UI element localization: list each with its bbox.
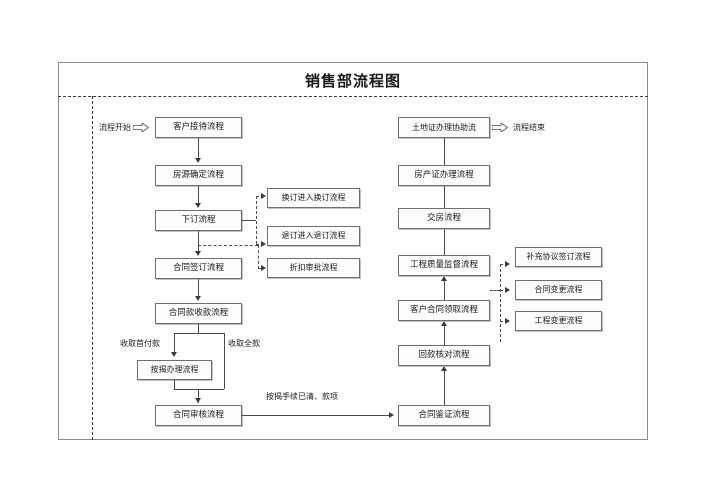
edge-quality-supplement [500, 264, 508, 265]
node-change-order-process[interactable]: 换订进入换订流程 [267, 188, 360, 208]
edge-housing-deposit [198, 186, 199, 206]
label-process-start: 流程开始 [99, 123, 131, 132]
node-contract-signing[interactable]: 合同签订流程 [155, 258, 242, 279]
arrowhead-right-icon [505, 318, 510, 324]
arrowhead-down-icon [171, 352, 177, 357]
edge-reception-housing [198, 138, 199, 160]
edge-branch-contract-change [500, 290, 508, 291]
node-property-certificate[interactable]: 房产证办理流程 [398, 165, 490, 186]
edge-recon-pickup [444, 326, 445, 345]
arrowhead-right-icon [505, 287, 510, 293]
edge-propcert-landcert [444, 138, 445, 165]
node-land-certificate-assistance[interactable]: 土地证办理协助流 [398, 117, 490, 138]
node-contract-payment-collection[interactable]: 合同款收款流程 [155, 303, 242, 324]
edge-right-branch-bus [500, 264, 501, 342]
edge-pickup-branch-stub [490, 290, 500, 291]
arrowhead-right-icon [389, 412, 394, 418]
arrowhead-down-icon [195, 296, 201, 301]
arrowhead-right-icon [261, 241, 266, 247]
node-contract-notarization[interactable]: 合同鉴证流程 [398, 405, 490, 426]
block-arrow-end-icon [492, 123, 508, 132]
swimlane-divider-vertical [92, 96, 93, 440]
edge-quality-handover [444, 229, 445, 255]
edge-handover-propcert [444, 186, 445, 208]
edge-deposit-refund [256, 244, 264, 245]
arrowhead-down-icon [195, 203, 201, 208]
label-mortgage-cleared: 按揭手续已清、款项 [266, 392, 338, 401]
edge-branch-project-change [500, 321, 508, 322]
node-payment-reconciliation[interactable]: 回款核对流程 [398, 345, 490, 366]
node-customer-contract-pickup[interactable]: 客户合同领取流程 [398, 300, 490, 321]
arrowhead-right-icon [505, 261, 510, 267]
node-housing-confirmation[interactable]: 房源确定流程 [155, 165, 242, 186]
node-contract-change-process[interactable]: 合同变更流程 [515, 280, 602, 300]
edge-contract-discount-segment-h [198, 245, 258, 246]
arrowhead-up-icon [441, 276, 447, 281]
node-place-deposit[interactable]: 下订流程 [155, 210, 242, 231]
node-contract-audit[interactable]: 合同审核流程 [155, 405, 242, 426]
edge-contract-discount-segment-v [258, 245, 259, 269]
node-project-change-process[interactable]: 工程变更流程 [515, 311, 602, 331]
swimlane-divider-horizontal [58, 96, 648, 97]
edge-payment-audit-bypass-h [198, 389, 224, 390]
edge-deposit-contract [198, 231, 199, 254]
edge-mortgage-down [174, 380, 175, 389]
edge-payment-down [198, 324, 199, 333]
arrowhead-up-icon [441, 321, 447, 326]
node-mortgage-processing[interactable]: 按揭办理流程 [137, 360, 212, 380]
block-arrow-start-icon [133, 123, 149, 132]
node-house-handover[interactable]: 交房流程 [398, 208, 490, 229]
node-customer-reception[interactable]: 客户接待流程 [155, 117, 242, 138]
edge-deposit-branch-bus [256, 196, 257, 244]
edge-deposit-change [256, 196, 264, 197]
label-full-payment: 收取全款 [228, 339, 260, 348]
arrowhead-up-icon [441, 366, 447, 371]
edge-audit-notarize [242, 415, 390, 416]
arrowhead-down-icon [195, 251, 201, 256]
edge-join-audit [198, 389, 199, 403]
node-refund-order-process[interactable]: 退订进入退订流程 [267, 226, 360, 246]
edge-payment-audit-bypass-v [224, 333, 225, 389]
edge-payment-mortgage [174, 333, 175, 354]
edge-pickup-quality [444, 281, 445, 300]
arrowhead-down-icon [195, 398, 201, 403]
edge-notarize-recon [444, 371, 445, 405]
node-discount-approval-process[interactable]: 折扣审批流程 [267, 258, 360, 278]
label-process-end: 流程结束 [513, 123, 545, 132]
edge-mortgage-join [174, 389, 198, 390]
arrowhead-down-icon [195, 158, 201, 163]
node-project-quality-supervision[interactable]: 工程质量监督流程 [398, 255, 490, 276]
arrowhead-right-icon [261, 265, 266, 271]
edge-contract-payment [198, 279, 199, 299]
label-first-payment: 收取首付款 [120, 339, 160, 348]
edge-deposit-branch-stub [242, 220, 256, 221]
edge-payment-split [174, 333, 224, 334]
node-supplementary-agreement[interactable]: 补充协议签订流程 [515, 247, 602, 267]
arrowhead-right-icon [261, 193, 266, 199]
page-title: 销售部流程图 [304, 72, 401, 90]
